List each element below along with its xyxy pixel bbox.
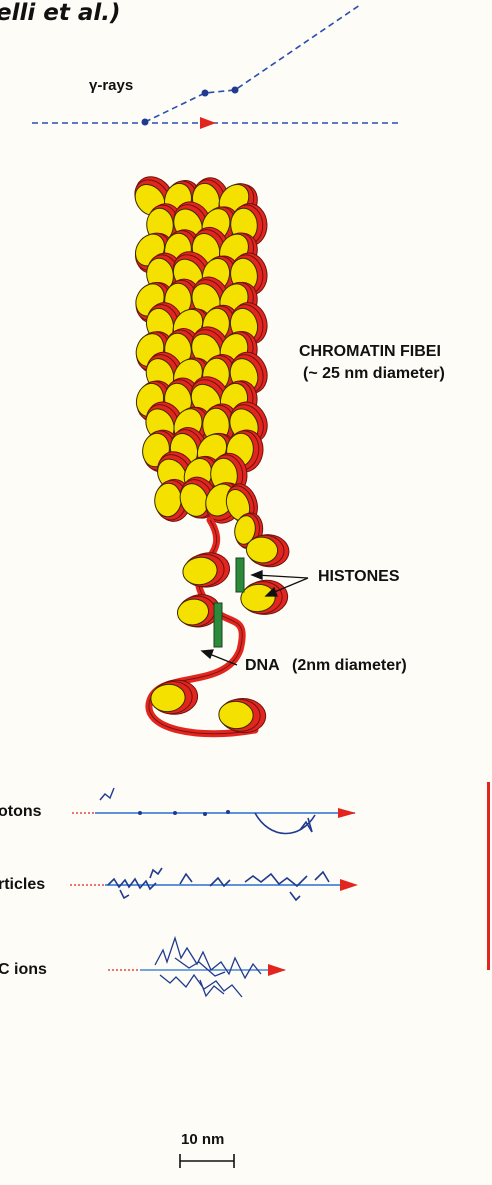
red-side-bar: [487, 782, 490, 970]
alpha-particle-track: [70, 868, 358, 900]
chromatin-fiber-label: CHROMATIN FIBEI: [299, 343, 441, 361]
protons-label: otons: [0, 803, 42, 821]
particles-label: rticles: [0, 876, 45, 894]
gamma-rays-label: γ-rays: [89, 77, 133, 94]
carbon-ion-track: [108, 938, 286, 997]
scale-bar: [180, 1154, 234, 1168]
dna-label: DNA: [245, 657, 280, 675]
histones-label: HISTONES: [318, 568, 400, 586]
chromatin-diameter-label: (~ 25 nm diameter): [303, 365, 445, 383]
scale-bar-label: 10 nm: [181, 1131, 224, 1148]
gamma-ray-track: [32, 5, 400, 129]
c-ions-label: C ions: [0, 961, 47, 979]
lower-nucleosome-5: [218, 697, 267, 734]
lower-nucleosome-4: [149, 678, 199, 717]
lower-nucleosome-0: [181, 550, 232, 590]
lower-nucleosome-2: [239, 578, 289, 616]
histone-linker-1: [236, 558, 244, 592]
histone-linker-2: [214, 603, 222, 647]
proton-track: [72, 788, 356, 834]
chromatin-fiber: [126, 169, 274, 551]
dna-diameter-label: (2nm diameter): [292, 657, 407, 675]
